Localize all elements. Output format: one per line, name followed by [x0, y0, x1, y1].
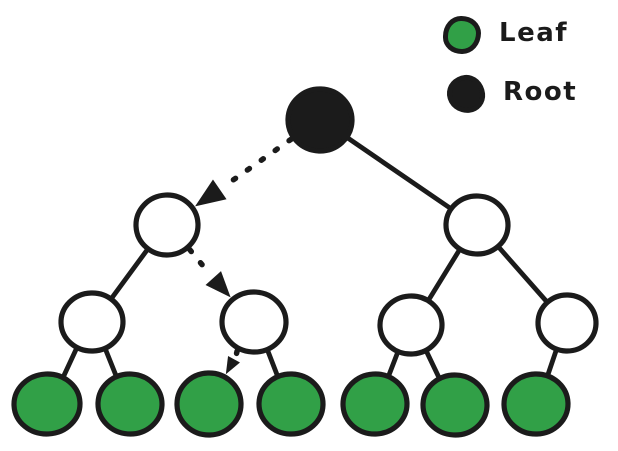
arrowhead-L-LR — [205, 271, 231, 298]
leaf-node-leaf1 — [11, 371, 83, 437]
tree-edge-R-RL — [426, 247, 462, 303]
internal-node-R — [443, 193, 511, 257]
tree-edge-RL-leaf5 — [386, 349, 401, 379]
tree-edge-root-R — [345, 135, 453, 211]
legend-item-leaf: Leaf — [443, 16, 577, 54]
tree-edge-R-RR — [496, 244, 550, 305]
tree-edge-L-LL — [109, 247, 150, 301]
root-node-root — [285, 86, 355, 154]
internal-node-RR — [535, 292, 599, 354]
arrowhead-root-L — [195, 179, 227, 207]
leaf-node-leaf5 — [340, 371, 410, 437]
dotted-path-LR-leaf3 — [233, 348, 240, 359]
leaf-node-leaf7 — [501, 371, 571, 437]
tree-edge-LL-leaf2 — [103, 346, 119, 379]
arrowhead-LR-leaf3 — [225, 356, 240, 375]
leaf-node-leaf6 — [420, 372, 490, 438]
tree-edge-LR-leaf4 — [265, 347, 280, 379]
leaf-node-leaf3 — [174, 370, 244, 438]
legend: Leaf Root — [443, 16, 578, 115]
leaf-swatch-icon — [443, 16, 481, 54]
internal-node-LR — [219, 289, 289, 355]
internal-node-LL — [58, 290, 126, 354]
legend-item-root: Root — [445, 73, 578, 115]
legend-label-leaf: Leaf — [499, 18, 569, 48]
internal-node-RL — [377, 293, 445, 357]
dotted-path-L-LR — [186, 246, 214, 278]
tree-edge-RR-leaf7 — [545, 347, 559, 378]
internal-node-L — [133, 192, 201, 258]
tree-edge-RL-leaf6 — [424, 348, 442, 381]
legend-label-root: Root — [503, 77, 578, 107]
leaf-node-leaf2 — [95, 371, 165, 437]
tree-edge-LL-leaf1 — [60, 345, 80, 380]
dotted-path-root-L — [220, 136, 294, 190]
root-swatch-icon — [445, 73, 487, 115]
leaf-node-leaf4 — [256, 371, 326, 437]
